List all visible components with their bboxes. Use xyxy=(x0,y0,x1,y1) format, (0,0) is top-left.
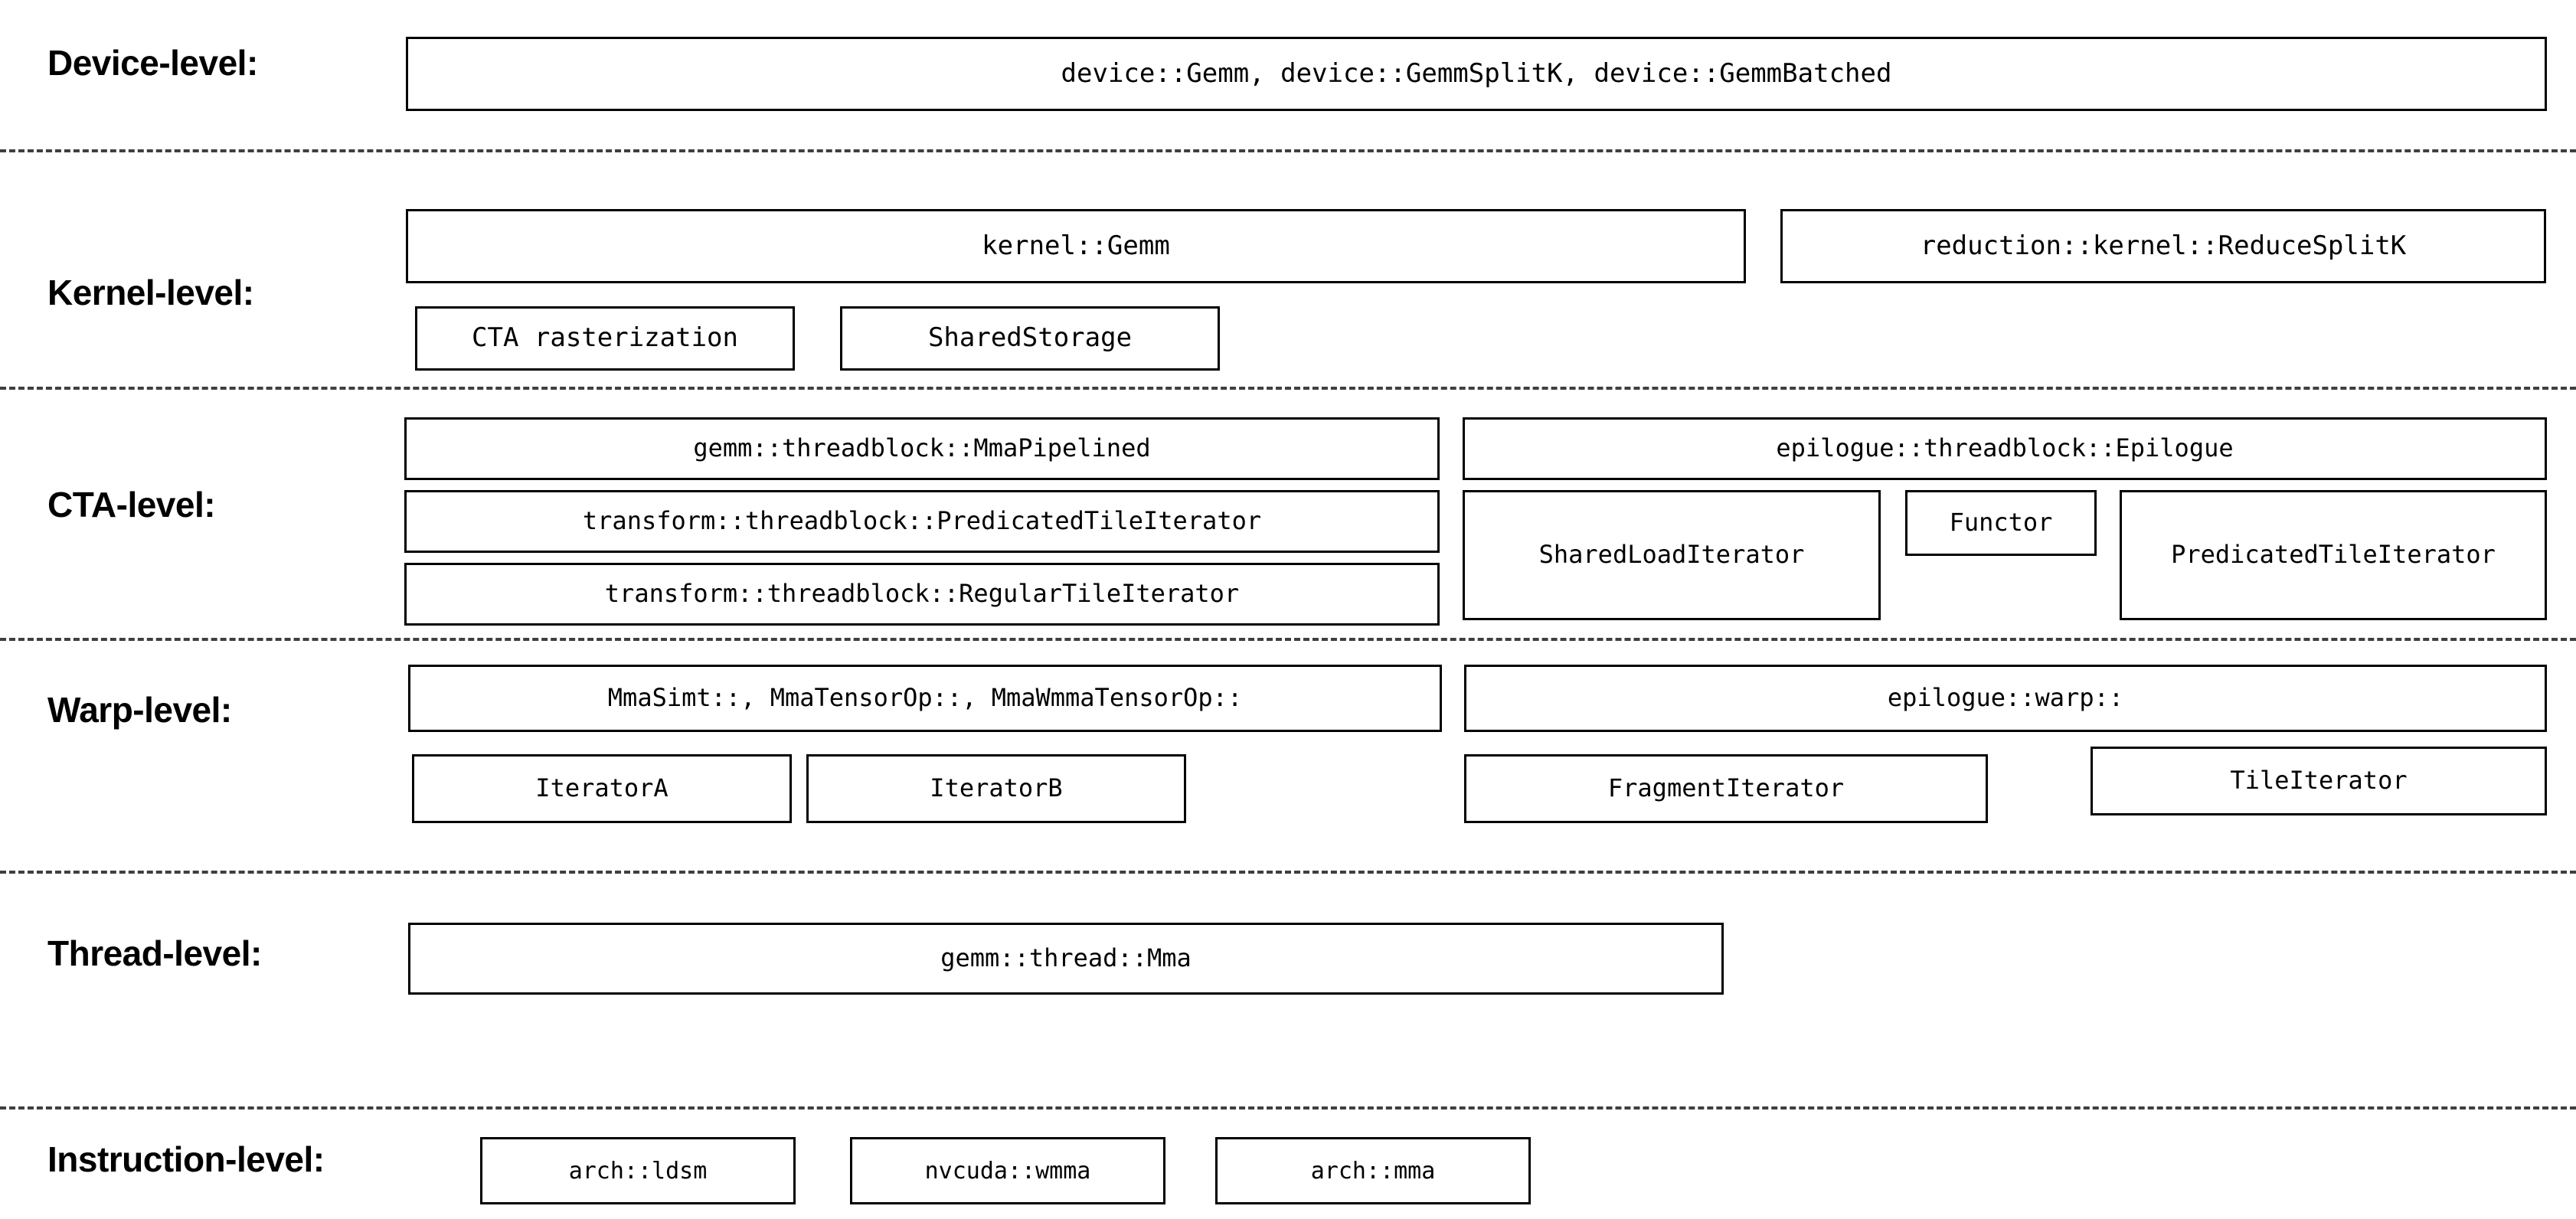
divider-thread-instruction xyxy=(0,1106,2576,1110)
node-sharedloaditerator[interactable]: SharedLoadIterator xyxy=(1463,490,1881,620)
node-cta-rasterization[interactable]: CTA rasterization xyxy=(415,306,795,371)
node-functor[interactable]: Functor xyxy=(1905,490,2097,556)
level-label-kernel: Kernel-level: xyxy=(47,273,254,312)
node-nvcuda-wmma[interactable]: nvcuda::wmma xyxy=(850,1137,1165,1204)
divider-device-kernel xyxy=(0,149,2576,152)
node-transform-threadblock-regulartileiterator[interactable]: transform::threadblock::RegularTileItera… xyxy=(404,563,1440,626)
node-arch-ldsm[interactable]: arch::ldsm xyxy=(480,1137,796,1204)
node-mma-variants[interactable]: MmaSimt::, MmaTensorOp::, MmaWmmaTensorO… xyxy=(408,665,1442,732)
level-label-instruction: Instruction-level: xyxy=(47,1139,325,1179)
node-epilogue-warp[interactable]: epilogue::warp:: xyxy=(1464,665,2547,732)
node-iterator-b[interactable]: IteratorB xyxy=(806,754,1186,823)
node-tileiterator[interactable]: TileIterator xyxy=(2091,747,2547,815)
level-label-device: Device-level: xyxy=(47,43,258,83)
level-label-warp: Warp-level: xyxy=(47,690,232,730)
divider-cta-warp xyxy=(0,638,2576,641)
node-fragmentiterator[interactable]: FragmentIterator xyxy=(1464,754,1988,823)
node-reduction-kernel-reducesplitk[interactable]: reduction::kernel::ReduceSplitK xyxy=(1780,209,2546,283)
level-label-cta: CTA-level: xyxy=(47,485,216,525)
node-arch-mma[interactable]: arch::mma xyxy=(1215,1137,1531,1204)
node-transform-threadblock-predicatedtileiterator[interactable]: transform::threadblock::PredicatedTileIt… xyxy=(404,490,1440,553)
node-epilogue-threadblock-epilogue[interactable]: epilogue::threadblock::Epilogue xyxy=(1463,417,2547,480)
divider-kernel-cta xyxy=(0,387,2576,390)
node-kernel-gemm[interactable]: kernel::Gemm xyxy=(406,209,1746,283)
node-sharedstorage[interactable]: SharedStorage xyxy=(840,306,1220,371)
node-iterator-a[interactable]: IteratorA xyxy=(412,754,792,823)
node-gemm-threadblock-mmapipelined[interactable]: gemm::threadblock::MmaPipelined xyxy=(404,417,1440,480)
divider-warp-thread xyxy=(0,871,2576,874)
node-gemm-thread-mma[interactable]: gemm::thread::Mma xyxy=(408,923,1724,995)
node-device-gemm-row[interactable]: device::Gemm, device::GemmSplitK, device… xyxy=(406,37,2547,111)
node-predicatedtileiterator[interactable]: PredicatedTileIterator xyxy=(2120,490,2547,620)
level-label-thread: Thread-level: xyxy=(47,933,262,973)
